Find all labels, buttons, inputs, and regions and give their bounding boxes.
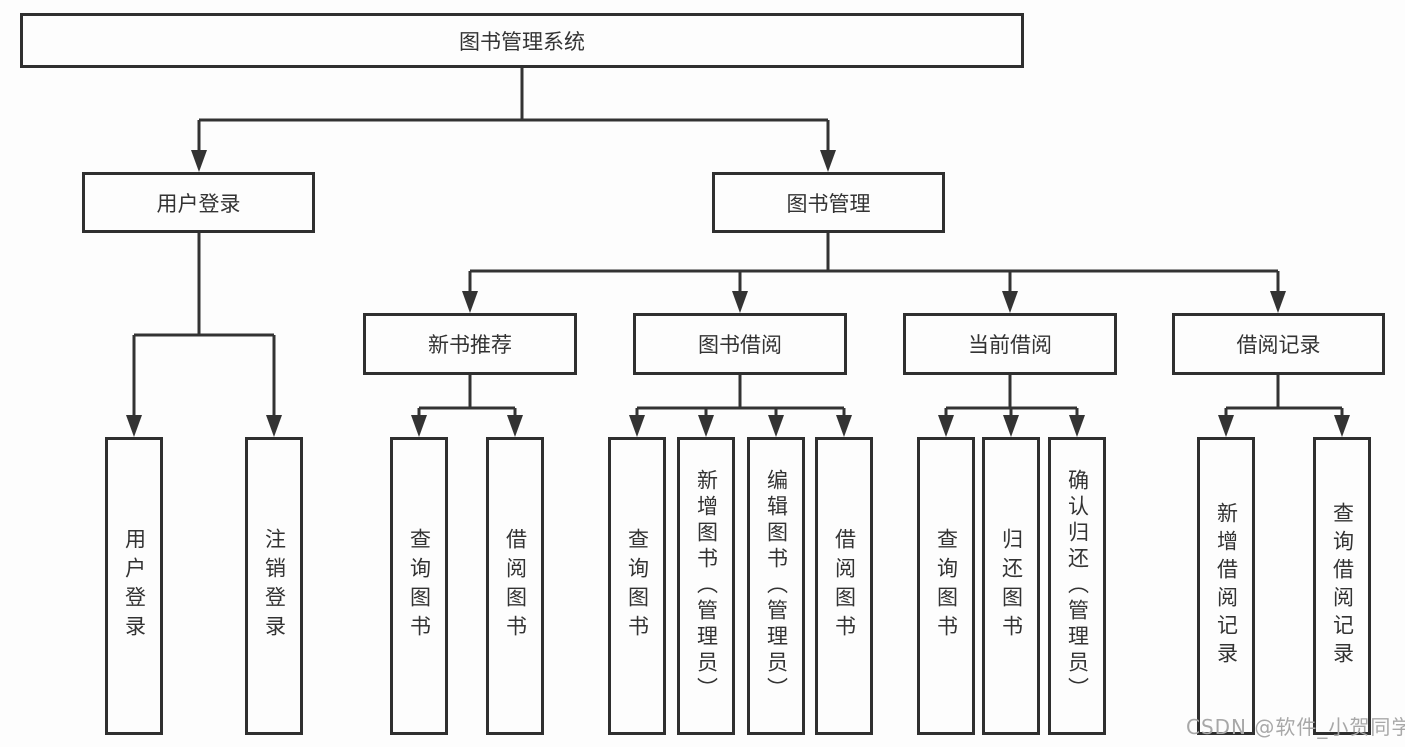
leaf-borrow-books: 借阅图书: [815, 437, 873, 735]
node-user-login-label: 用户登录: [156, 191, 241, 216]
leaf-query-books-recommend: 查询图书: [390, 437, 448, 735]
leaf-borrow-books-recommend: 借阅图书: [486, 437, 544, 735]
node-current-borrow-label: 当前借阅: [968, 333, 1052, 357]
leaf-logout-label: 注销登录: [262, 528, 287, 644]
node-book-borrow-label: 图书借阅: [698, 333, 782, 357]
leaf-add-borrow-record-label: 新增借阅记录: [1214, 502, 1239, 670]
leaf-query-books-current: 查询图书: [917, 437, 975, 735]
leaf-return-book: 归还图书: [982, 437, 1040, 735]
leaf-return-book-label: 归还图书: [999, 528, 1024, 644]
leaf-query-books-current-label: 查询图书: [934, 528, 959, 644]
node-current-borrow: 当前借阅: [903, 313, 1117, 375]
node-root: 图书管理系统: [20, 13, 1024, 68]
leaf-borrow-books-label: 借阅图书: [832, 528, 857, 644]
node-borrow-records-label: 借阅记录: [1236, 333, 1321, 357]
node-borrow-records: 借阅记录: [1172, 313, 1385, 375]
leaf-query-borrow-record-label: 查询借阅记录: [1330, 502, 1355, 670]
leaf-query-borrow-record: 查询借阅记录: [1313, 437, 1371, 735]
leaf-confirm-return-admin: 确认归还（管理员）: [1048, 437, 1106, 735]
leaf-edit-book-admin: 编辑图书（管理员）: [747, 437, 805, 735]
leaf-user-login-label: 用户登录: [122, 528, 147, 644]
leaf-logout: 注销登录: [245, 437, 303, 735]
leaf-confirm-return-admin-label: 确认归还（管理员）: [1065, 469, 1090, 703]
node-book-borrow: 图书借阅: [633, 313, 847, 375]
leaf-add-borrow-record: 新增借阅记录: [1197, 437, 1255, 735]
node-new-book-recommend: 新书推荐: [363, 313, 577, 375]
watermark-text: CSDN @软件_小贺同学: [1186, 715, 1405, 739]
node-book-management: 图书管理: [712, 172, 945, 233]
node-root-label: 图书管理系统: [459, 29, 585, 54]
node-book-management-label: 图书管理: [786, 191, 871, 216]
leaf-add-book-admin: 新增图书（管理员）: [677, 437, 735, 735]
leaf-query-books-borrow-label: 查询图书: [625, 528, 650, 644]
leaf-user-login: 用户登录: [105, 437, 163, 735]
node-user-login: 用户登录: [82, 172, 315, 233]
leaf-query-books-borrow: 查询图书: [608, 437, 666, 735]
leaf-edit-book-admin-label: 编辑图书（管理员）: [764, 469, 789, 703]
leaf-borrow-books-recommend-label: 借阅图书: [503, 528, 528, 644]
leaf-query-books-recommend-label: 查询图书: [407, 528, 432, 644]
node-new-book-recommend-label: 新书推荐: [428, 333, 512, 357]
leaf-add-book-admin-label: 新增图书（管理员）: [694, 469, 719, 703]
arrowheads: [126, 150, 1350, 437]
